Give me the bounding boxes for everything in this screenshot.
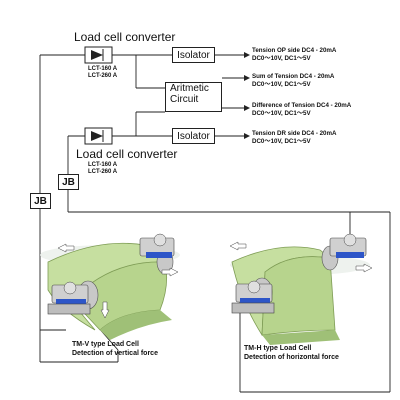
junction-box-outer: JB xyxy=(30,193,51,209)
output-sum-line1: Sum of Tension DC4 - 20mA xyxy=(252,73,335,80)
vertical-force-scene xyxy=(40,233,180,340)
converter-symbol-top xyxy=(84,46,113,64)
junction-box-inner: JB xyxy=(58,174,79,190)
output-tension-dr: Tension DR side DC4 - 20mA DC0～10V, DC1～… xyxy=(252,130,336,147)
caption-vertical: TM-V type Load Cell Detection of vertica… xyxy=(72,340,158,359)
caption-horizontal-line2: Detection of horizontal force xyxy=(244,354,339,362)
horizontal-force-scene xyxy=(229,233,373,345)
arithmetic-label-line2: Circuit xyxy=(170,94,199,105)
output-tension-op: Tension OP side DC4 - 20mA DC0～10V, DC1～… xyxy=(252,47,336,64)
arithmetic-label-line1: Aritmetic xyxy=(170,83,209,94)
caption-vertical-line1: TM-V type Load Cell xyxy=(72,341,139,348)
converter-model-top-1: LCT-160 A xyxy=(88,66,118,72)
output-sum-line2: DC0～10V, DC1～5V xyxy=(252,81,311,89)
output-sum: Sum of Tension DC4 - 20mA DC0～10V, DC1～5… xyxy=(252,73,334,90)
converter-model-top-2: LCT-260 A xyxy=(88,73,118,79)
output-tension-dr-line2: DC0～10V, DC1～5V xyxy=(252,138,311,146)
arithmetic-circuit-box: Aritmetic Circuit xyxy=(165,82,222,112)
caption-horizontal: TM-H type Load Cell Detection of horizon… xyxy=(244,344,339,363)
converter-title-bottom: Load cell converter xyxy=(76,147,178,161)
caption-vertical-line2: Detection of vertical force xyxy=(72,350,158,358)
output-difference-line2: DC0～10V, DC1～5V xyxy=(252,110,311,118)
converter-symbol-bottom xyxy=(84,127,113,145)
output-tension-dr-line1: Tension DR side DC4 - 20mA xyxy=(252,130,337,137)
isolator-box-bottom: Isolator xyxy=(172,128,215,144)
wiring xyxy=(39,54,391,393)
output-tension-op-line1: Tension OP side DC4 - 20mA xyxy=(252,47,337,54)
output-difference: Difference of Tension DC4 - 20mA DC0～10V… xyxy=(252,102,351,119)
isolator-box-top: Isolator xyxy=(172,47,215,63)
output-tension-op-line2: DC0～10V, DC1～5V xyxy=(252,55,311,63)
output-arrows xyxy=(244,52,250,139)
converter-model-bottom-2: LCT-260 A xyxy=(88,169,118,175)
output-difference-line1: Difference of Tension DC4 - 20mA xyxy=(252,102,352,109)
converter-title-top: Load cell converter xyxy=(74,30,176,44)
caption-horizontal-line1: TM-H type Load Cell xyxy=(244,345,312,352)
converter-model-bottom-1: LCT-160 A xyxy=(88,162,118,168)
